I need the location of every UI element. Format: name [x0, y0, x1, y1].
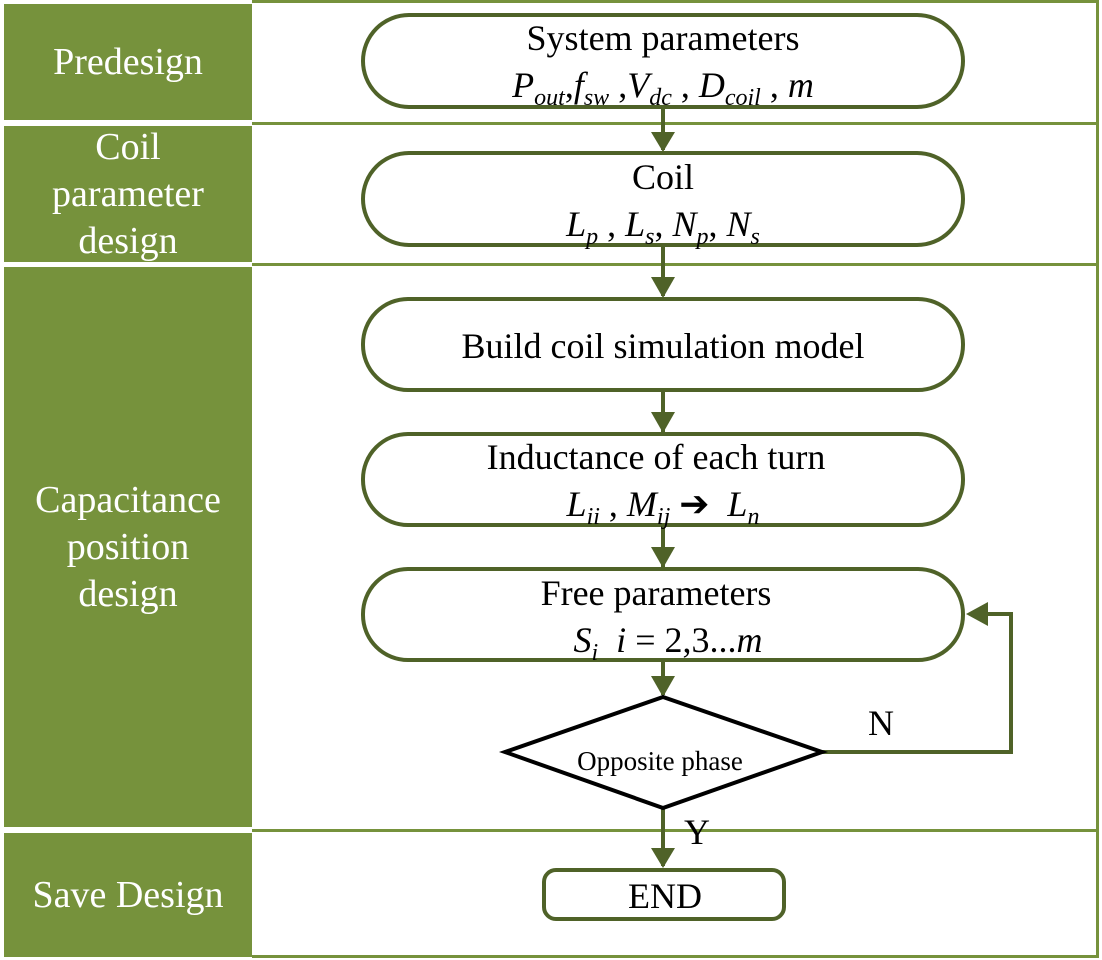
formula-separator: , [598, 204, 625, 244]
formula-subscript: coil [725, 85, 761, 111]
node-system-parameters: System parameters Pout​,fsw​ ,Vdc​ , Dco… [361, 13, 965, 111]
formula-separator: , [565, 65, 574, 105]
end-label: END [628, 876, 702, 916]
node-end: END [542, 868, 786, 921]
node-coil: Coil Lp​ , Ls​, Np​, Ns​ [361, 151, 965, 250]
node-decision-opposite-phase: Opposite phase [498, 694, 829, 811]
formula-symbol: V [627, 65, 653, 105]
arrowhead [966, 602, 988, 626]
formula-separator: , [709, 204, 727, 244]
node-title: Coil [632, 157, 694, 197]
formula-symbol: N [672, 204, 699, 244]
formula-separator: , [600, 484, 627, 524]
node-title: Free parameters [541, 573, 772, 613]
formula-separator: , [672, 65, 699, 105]
node-title: System parameters [527, 18, 800, 58]
formula-subscript: s [645, 224, 654, 250]
formula-subscript: sw [584, 85, 609, 111]
frame-bottom [252, 955, 1098, 958]
lane-divider-3 [252, 829, 1098, 832]
formula-symbol: D [698, 65, 725, 105]
arrowhead [651, 277, 675, 298]
decision-label: Opposite phase [577, 746, 743, 776]
node-formula: Pout​,fsw​ ,Vdc​ , Dcoil​ , m [511, 65, 814, 111]
formula-separator: , [655, 204, 673, 244]
formula-separator: , [609, 65, 627, 105]
formula-symbol: S [574, 620, 592, 660]
node-title: Build coil simulation model [462, 326, 865, 366]
formula-subscript: ij [657, 504, 671, 530]
formula-separator: = 2,3... [626, 620, 736, 660]
formula-symbol: L [726, 484, 747, 524]
yes-branch-label: Y [684, 812, 710, 852]
formula-subscript: ii [587, 504, 600, 530]
formula-symbol: i [616, 620, 626, 660]
lane-label-save-design: Save Design [4, 833, 252, 957]
frame-right [1096, 0, 1099, 958]
no-branch-label: N [868, 703, 894, 743]
formula-subscript: n [747, 504, 759, 530]
node-formula: Si​ i = 2,3...m [574, 620, 763, 666]
node-formula: Lp​ , Ls​, Np​, Ns​ [565, 204, 760, 250]
arrowhead [651, 412, 675, 433]
formula-separator: ➔ [670, 484, 727, 524]
lane-label-predesign: Predesign [4, 4, 252, 120]
formula-symbol: m [737, 620, 763, 660]
formula-subscript: p [584, 224, 598, 250]
formula-subscript: p [695, 224, 709, 250]
lane-label-coil-parameter-design: Coil parameter design [4, 126, 252, 262]
node-build-model: Build coil simulation model [361, 297, 965, 392]
lane-label-capacitance-position-design: Capacitance position design [4, 267, 252, 827]
arrowhead [651, 848, 675, 868]
formula-separator: , [761, 65, 788, 105]
node-inductance: Inductance of each turn Lii​ , Mij​ ➔ Ln… [361, 432, 965, 530]
lane-divider-1 [252, 122, 1098, 125]
arrowhead [651, 676, 675, 697]
frame-top [252, 0, 1098, 3]
formula-symbol: L [565, 204, 586, 244]
formula-subscript: i [592, 640, 599, 666]
formula-symbol: m [788, 65, 814, 105]
lane-divider-2 [252, 263, 1098, 266]
formula-symbol: L [624, 204, 645, 244]
node-free-parameters: Free parameters Si​ i = 2,3...m [361, 567, 965, 666]
formula-symbol: M [626, 484, 659, 524]
formula-separator [598, 620, 616, 660]
connectors [651, 107, 1013, 868]
formula-subscript: s [751, 224, 760, 250]
loop-back-no-path [822, 612, 1013, 754]
formula-subscript: out [534, 85, 566, 111]
node-title: Inductance of each turn [487, 437, 826, 477]
formula-symbol: N [726, 204, 753, 244]
node-formula: Lii​ , Mij​ ➔ Ln​ [566, 484, 760, 530]
formula-symbol: L [566, 484, 587, 524]
arrowhead [651, 547, 675, 568]
formula-subscript: dc [649, 85, 672, 111]
formula-symbol: P [511, 65, 534, 105]
arrowhead [651, 132, 675, 152]
